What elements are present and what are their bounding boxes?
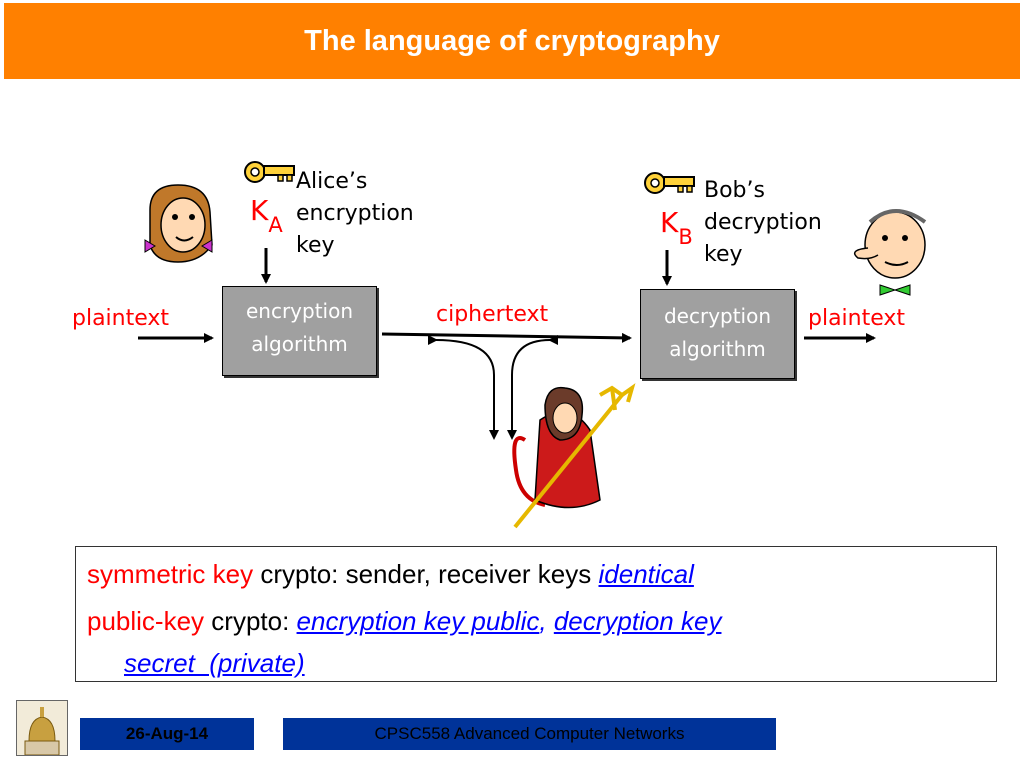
key-icon-alice [244,161,295,183]
alice-key-line3: key [296,233,335,258]
bob-key-line3: key [704,242,743,267]
alice-key-line2: encryption [296,201,414,226]
notes-line-symmetric: symmetric key crypto: sender, receiver k… [87,559,694,590]
identical-link[interactable]: identical [598,559,694,589]
bob-icon [853,209,927,296]
trudy-icon [512,383,636,529]
key-symbol-b-letter: K [660,206,679,239]
slide-title: The language of cryptography [304,24,720,57]
encryption-key-public-link[interactable]: encryption key public [296,606,540,636]
ciphertext-label: ciphertext [436,302,549,327]
notes-box: symmetric key crypto: sender, receiver k… [75,546,997,682]
notes-line-public: public-key crypto: encryption key public… [87,606,721,637]
arrow-intercept-right [507,334,559,440]
public-key-desc: crypto: [204,606,297,636]
key-icon-bob [644,172,695,194]
plaintext-right-label: plaintext [808,306,906,331]
footer-course-text: CPSC558 Advanced Computer Networks [374,724,685,743]
symmetric-key-term: symmetric key [87,559,254,589]
notes-line-secret: secret (private) [124,648,305,679]
dome-icon [17,701,67,756]
alice-key-label: Alice’s encryption key [296,166,414,262]
arrow-ciphertext [381,332,632,343]
bob-key-line2: decryption [704,210,822,235]
bob-key-label: Bob’s decryption key [704,175,822,271]
encryption-box-line1: encryption [245,299,354,323]
key-symbol-b-sub: B [678,225,693,249]
key-symbol-b: KB [660,206,693,249]
alice-icon [144,184,213,263]
decryption-box-line1: decryption [663,304,772,328]
decryption-box-line2: algorithm [669,337,766,361]
footer-date-text: 26-Aug-14 [125,724,209,743]
university-logo [16,700,68,756]
encryption-algorithm-box: encryption algorithm [222,286,377,376]
public-key-term: public-key [87,606,205,636]
plaintext-left-label: plaintext [72,306,170,331]
decryption-algorithm-box: decryption algorithm [640,289,795,379]
title-bar: The language of cryptography [4,3,1020,79]
alice-key-line1: Alice’s [296,169,368,194]
key-symbol-a-letter: K [250,194,269,227]
secret-private-link[interactable]: secret (private) [124,648,305,678]
footer-course: CPSC558 Advanced Computer Networks [283,718,776,750]
symmetric-key-desc: crypto: sender, receiver keys [253,559,599,589]
arrow-intercept-left [427,334,499,440]
bob-key-line1: Bob’s [704,178,765,203]
decryption-key-link[interactable]: decryption key [553,606,722,636]
footer-date: 26-Aug-14 [80,718,254,750]
key-symbol-a: KA [250,194,283,237]
link-separator: , [539,606,554,636]
encryption-box-line2: algorithm [251,332,348,356]
key-symbol-a-sub: A [268,213,283,237]
